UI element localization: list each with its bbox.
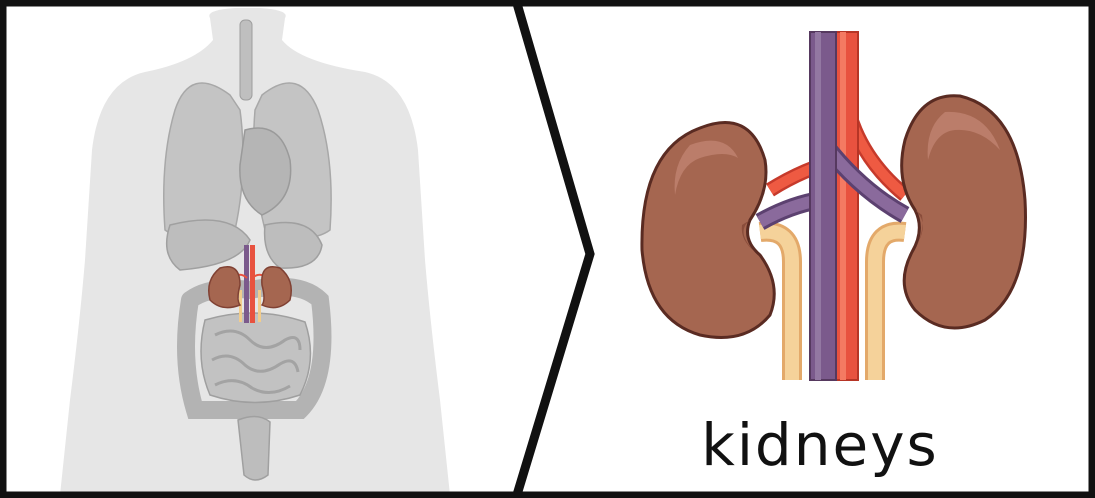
vena-cava-highlight	[815, 32, 821, 380]
right-ureter-fill	[875, 232, 905, 380]
kidneys-label: kidneys	[640, 410, 1000, 480]
body-panel	[3, 3, 543, 495]
aorta-highlight	[840, 32, 846, 380]
vena-cava	[810, 32, 836, 380]
kidney-detail-panel	[642, 32, 1026, 380]
right-lung	[164, 83, 243, 238]
rectum	[238, 416, 270, 480]
right-kidney	[902, 96, 1026, 328]
trachea	[240, 20, 252, 100]
